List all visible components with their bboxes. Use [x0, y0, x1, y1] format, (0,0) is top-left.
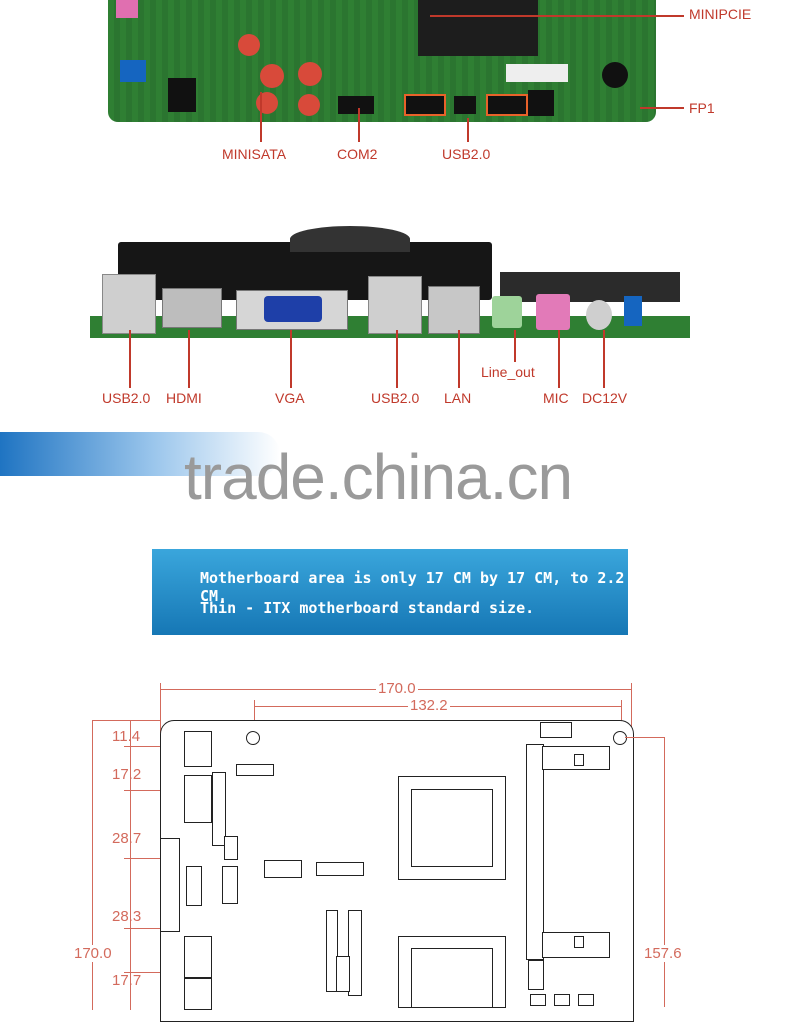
dim-width-hole: 132.2 [408, 697, 450, 714]
com2-line [358, 108, 360, 142]
dim-side-4: 28.3 [112, 908, 142, 925]
header-connector [336, 956, 350, 992]
header-connector [222, 866, 238, 904]
dim-side-3: 28.7 [112, 830, 142, 847]
blue-swoosh-decoration [0, 432, 280, 476]
label-com2: COM2 [337, 146, 378, 162]
header-connector [236, 764, 274, 776]
header-connector [528, 960, 544, 990]
mic-line [558, 330, 560, 388]
header-connector [316, 862, 364, 876]
header-connector [326, 910, 338, 992]
motherboard-io-photo [90, 226, 690, 340]
watermark: trade.china.cn [184, 441, 573, 513]
label-hdmi: HDMI [166, 390, 202, 406]
header-connector [530, 994, 546, 1006]
header-connector [212, 772, 226, 846]
vga-connector [160, 838, 180, 932]
label-minipcie: MINIPCIE [689, 6, 752, 22]
sodimm-slot-frame [542, 746, 610, 770]
info-banner: Motherboard area is only 17 CM by 17 CM,… [152, 549, 628, 635]
dim-side-1: 11.4 [112, 728, 141, 745]
usb-line-top [467, 118, 469, 142]
dim-side-2: 17.2 [112, 766, 142, 783]
hdmi-connector [184, 775, 212, 823]
label-fp1: FP1 [689, 100, 715, 116]
dc-line [603, 330, 605, 388]
dim-side-5: 17.7 [112, 972, 142, 989]
lan-line [458, 330, 460, 388]
header-connector [540, 722, 572, 738]
header-connector [554, 994, 570, 1006]
label-mic: MIC [543, 390, 569, 406]
label-usb-io-right: USB2.0 [371, 390, 420, 406]
dim-height-hole: 157.6 [644, 945, 682, 962]
dim-height-total: 170.0 [74, 945, 112, 962]
header-connector [186, 866, 202, 906]
sodimm-slot [526, 744, 544, 960]
minisata-line [260, 92, 262, 142]
usb-connector [184, 936, 212, 978]
fp1-line [640, 107, 684, 109]
label-dc12v: DC12V [582, 390, 628, 406]
label-usb-top: USB2.0 [442, 146, 491, 162]
header-connector [348, 910, 362, 996]
usb-line-left [129, 330, 131, 388]
banner-line-2: Thin - ITX motherboard standard size. [200, 599, 535, 617]
mounting-hole [613, 731, 627, 745]
hdmi-line [188, 330, 190, 388]
lineout-line [514, 330, 516, 362]
dim-width-total: 170.0 [376, 680, 418, 697]
header-connector [264, 860, 302, 878]
label-minisata: MINISATA [222, 146, 287, 162]
header-connector [578, 994, 594, 1006]
usb-line-right [396, 330, 398, 388]
label-lan: LAN [444, 390, 472, 406]
label-usb-io-left: USB2.0 [102, 390, 151, 406]
usb-connector [184, 731, 212, 767]
label-vga: VGA [275, 390, 305, 406]
vga-line [290, 330, 292, 388]
minipcie-line [430, 15, 684, 17]
cpu-chip [398, 776, 506, 880]
motherboard-top-photo [108, 0, 656, 122]
label-line-out: Line_out [481, 364, 535, 380]
header-connector [224, 836, 238, 860]
banner-line-1: Motherboard area is only 17 CM by 17 CM,… [200, 569, 625, 605]
mounting-hole [246, 731, 260, 745]
lan-connector [184, 978, 212, 1010]
